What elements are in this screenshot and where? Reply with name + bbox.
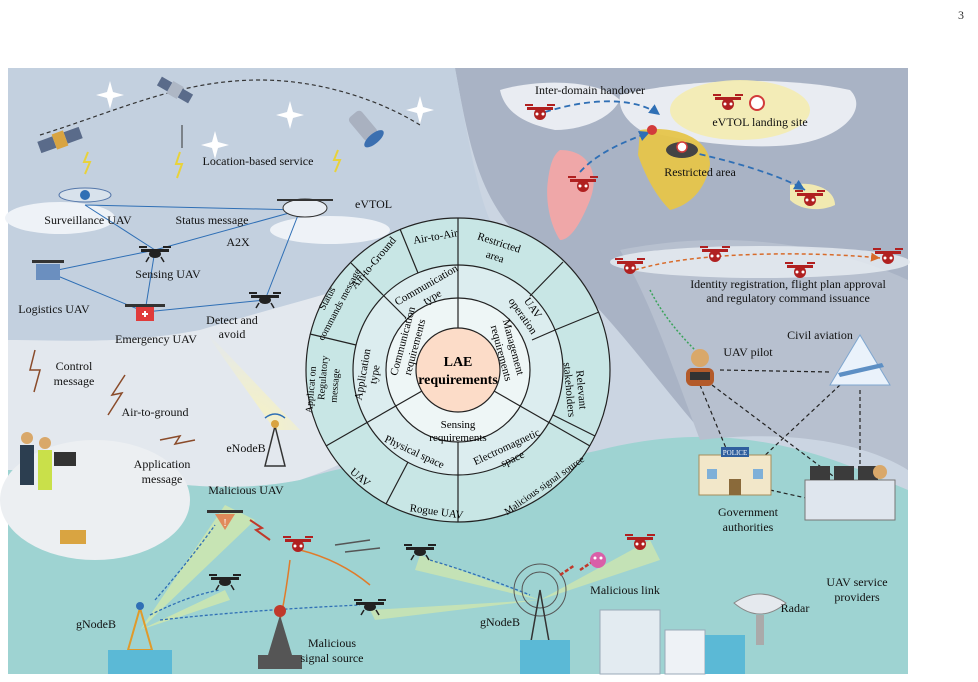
bottom-scene: !: [108, 505, 787, 675]
evtol-label: eVTOL: [355, 197, 392, 211]
sensing-uav-label: Sensing UAV: [135, 267, 201, 281]
requirements-wheel: LAE requirements Communication requireme…: [304, 217, 611, 523]
detect-and-avoid-label-2: avoid: [219, 327, 246, 341]
sensing-label: Sensing: [441, 419, 476, 431]
surveillance-uav-label: Surveillance UAV: [44, 213, 132, 227]
satellite-icon: [156, 76, 194, 104]
location-pin-icon: [647, 125, 657, 135]
identity-registration-scene: [610, 246, 910, 278]
gnodeb-left-label: gNodeB: [76, 617, 116, 631]
sector-dividers: [309, 218, 600, 522]
radar-label: Radar: [781, 601, 810, 615]
interference-icon: [334, 539, 381, 553]
logistics-uav-icon: [32, 260, 64, 280]
restricted-area-map-label: Restricted area: [664, 165, 736, 179]
identity-registration-label: Identity registration, flight plan appro…: [690, 277, 886, 291]
lightning-icon: [82, 151, 92, 175]
uav-pilot-label: UAV pilot: [723, 345, 773, 359]
left-ground-scene: [20, 325, 300, 544]
lightning-icon: [107, 374, 126, 416]
gnodeb-right-label: gNodeB: [480, 615, 520, 629]
malicious-uav-label: Malicious UAV: [208, 483, 284, 497]
center-title-line1: LAE: [444, 355, 473, 370]
stakeholders-scene: POLICE: [649, 289, 896, 521]
application-message-label: Application: [134, 457, 191, 471]
a2x-label: A2X: [226, 235, 250, 249]
uav-service-providers-label: UAV service: [826, 575, 887, 589]
location-based-service-label: Location-based service: [203, 154, 314, 168]
buildings-icon: [520, 609, 745, 675]
lightning-icon: [332, 149, 342, 173]
malicious-link-label: Malicious link: [590, 583, 660, 597]
lightning-icon: [174, 151, 184, 179]
sensing-requirements-label: requirements: [429, 432, 486, 444]
enodeb-tower-icon: [264, 413, 286, 467]
cloud-icon: [5, 202, 115, 234]
evtol-icon: [277, 198, 333, 218]
surveillance-uav-icon: [58, 187, 112, 203]
police-building-icon: POLICE: [698, 447, 772, 496]
satellite-icon: [37, 126, 83, 154]
area-label: area: [484, 249, 505, 266]
svg-text:!: !: [223, 518, 226, 529]
identity-registration-label-2: and regulatory command issuance: [706, 291, 870, 305]
malicious-signal-source-label-2: signal source: [301, 651, 364, 665]
enodeb-beam: [200, 325, 300, 430]
lightning-icon: [159, 434, 196, 446]
uav-service-providers-label-2: providers: [834, 590, 880, 604]
logistics-uav-label: Logistics UAV: [18, 302, 90, 316]
satellite-icon: [348, 110, 384, 148]
emergency-uav-icon: [125, 304, 165, 321]
control-message-label-2: message: [54, 374, 95, 388]
malicious-signal-source-icon: [258, 605, 302, 669]
inter-domain-handover-label: Inter-domain handover: [535, 83, 645, 97]
civil-aviation-icon: [829, 334, 891, 386]
evtol-landing-site-label: eVTOL landing site: [712, 115, 807, 129]
control-message-label: Control: [56, 359, 93, 373]
application-on-label: Applicat on: [304, 366, 319, 414]
detect-and-avoid-label: Detect and: [206, 313, 258, 327]
relevant-stakeholders-label: Relevant: [573, 370, 588, 410]
government-authorities-label-2: authorities: [723, 520, 774, 534]
wheel-center: [415, 327, 501, 413]
message-label: message: [329, 368, 343, 403]
operators-icon: [20, 432, 76, 490]
civil-aviation-label: Civil aviation: [787, 328, 853, 342]
virus-icon: [590, 552, 606, 568]
lightning-icon: [29, 349, 41, 393]
center-title-line2: requirements: [418, 373, 498, 388]
regulatory-label: Regulatory: [316, 355, 331, 400]
scene-labels: Inter-domain handover eVTOL landing site…: [18, 83, 887, 665]
malicious-uav-icon: !: [207, 510, 243, 530]
equipment-case-icon: [60, 530, 86, 544]
malicious-signal-source-label: Malicious: [308, 636, 356, 650]
page-number: 3: [958, 8, 964, 22]
service-provider-icon: [804, 465, 896, 521]
uav-pilot-icon: [686, 349, 714, 386]
application-message-label-2: message: [142, 472, 183, 486]
enodeb-label: eNodeB: [226, 441, 265, 455]
application-type-label-2: type: [367, 364, 382, 385]
world-map: [500, 80, 857, 240]
gnodeb-left-icon: [108, 602, 172, 674]
air-to-ground-label: Air-to-ground: [121, 405, 188, 419]
government-authorities-label: Government: [718, 505, 779, 519]
status-message-label: Status message: [176, 213, 249, 227]
satellite-orbit-path: [39, 79, 421, 136]
emergency-uav-label: Emergency UAV: [115, 332, 197, 346]
police-sign: POLICE: [723, 449, 748, 457]
upper-left-scene: [5, 76, 434, 321]
landing-site-icon: [749, 95, 765, 111]
relevant-stakeholders-label-2: stakeholders: [561, 362, 578, 418]
a2x-links: [47, 204, 301, 313]
jamming-icon: [249, 519, 271, 541]
cloud-icon: [270, 216, 390, 244]
radar-icon: [733, 593, 787, 645]
